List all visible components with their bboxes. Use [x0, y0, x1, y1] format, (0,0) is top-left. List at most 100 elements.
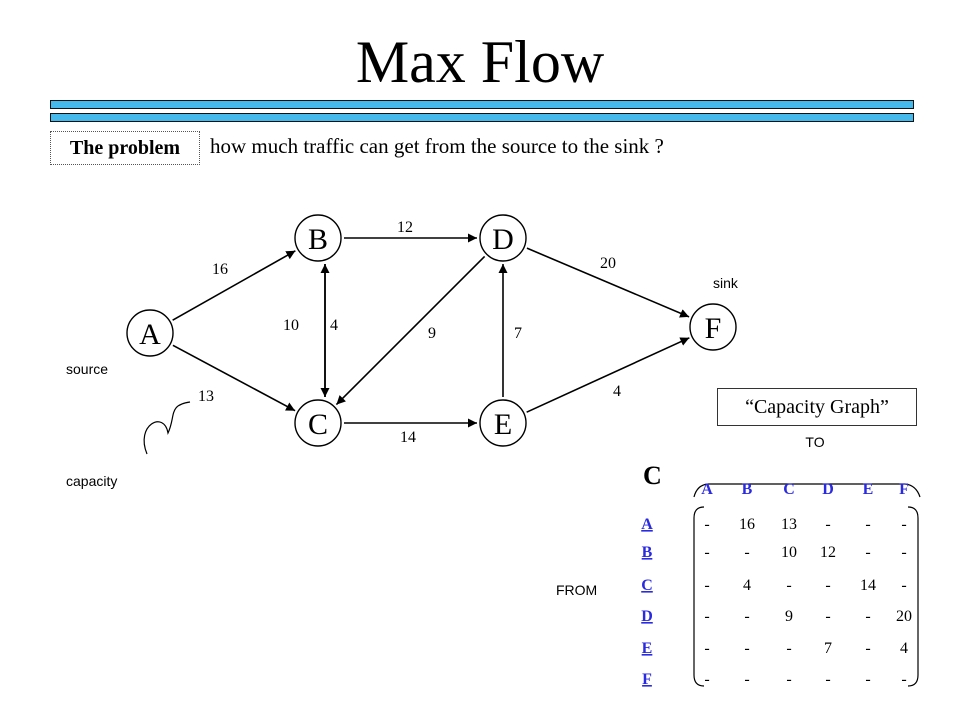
edges: [172, 233, 690, 428]
edge-a-b: [172, 250, 296, 321]
matrix-cell: -: [744, 640, 749, 657]
edge-label-d-c: 9: [428, 325, 436, 342]
node-label: A: [139, 318, 161, 351]
matrix-cell: -: [901, 544, 906, 561]
problem-label: The problem: [50, 131, 200, 165]
matrix-cell: 14: [860, 577, 876, 594]
matrix-cell: 12: [820, 544, 836, 561]
matrix-right-bracket: [907, 506, 919, 687]
edge-label-c-e: 14: [400, 429, 416, 446]
matrix-cell: -: [865, 516, 870, 533]
edge-label-b-c: 10: [283, 317, 299, 334]
edge-label-a-c: 13: [198, 388, 214, 405]
matrix-left-bracket: [693, 506, 705, 687]
matrix-cell: -: [825, 516, 830, 533]
matrix-row-header: B: [642, 544, 653, 561]
matrix-cell: 10: [781, 544, 797, 561]
node-circle: [294, 399, 342, 447]
matrix-col-header: A: [701, 481, 713, 498]
title-divider-bottom: [50, 113, 914, 122]
matrix-cell: -: [901, 516, 906, 533]
matrix-cell: 20: [896, 608, 912, 625]
matrix-name: C: [643, 461, 662, 490]
matrix-col-header: B: [742, 481, 753, 498]
matrix-from-label: FROM: [556, 582, 597, 598]
matrix-cell: -: [865, 640, 870, 657]
sink-annotation: sink: [713, 275, 739, 291]
matrix-cell: -: [825, 608, 830, 625]
matrix-row-header: A: [641, 516, 653, 533]
matrix-col-header: F: [899, 481, 909, 498]
matrix-cell: -: [865, 671, 870, 688]
node-b: B: [294, 214, 342, 262]
slide-title: Max Flow: [355, 29, 605, 95]
matrix-cell: -: [825, 577, 830, 594]
node-circle: [126, 309, 174, 357]
node-c: C: [294, 399, 342, 447]
node-f: F: [689, 303, 737, 351]
matrix-cell: -: [825, 671, 830, 688]
matrix-cell: -: [786, 577, 791, 594]
matrix-cell: 7: [824, 640, 832, 657]
matrix-cell: -: [901, 577, 906, 594]
node-d: D: [479, 214, 527, 262]
node-label: B: [308, 223, 328, 256]
matrix-cell: 16: [739, 516, 755, 533]
title-divider-top: [50, 100, 914, 109]
edge-label-c-b: 4: [330, 317, 338, 334]
node-label: C: [308, 408, 328, 441]
matrix-cell: 9: [785, 608, 793, 625]
matrix-cell: -: [704, 671, 709, 688]
edge-d-f: [526, 247, 690, 318]
edge-label-a-b: 16: [212, 261, 228, 278]
edge-label-e-f: 4: [613, 383, 621, 400]
capacity-annotation: capacity: [66, 473, 117, 489]
matrix-col-header: E: [863, 481, 874, 498]
matrix-header-bracket: [693, 483, 921, 498]
capacity-pointer-squiggle: [143, 401, 191, 455]
edge-label-e-d: 7: [514, 325, 522, 342]
node-e: E: [479, 399, 527, 447]
edge-label-d-f: 20: [600, 255, 616, 272]
matrix-cell: -: [704, 640, 709, 657]
matrix-cell: -: [786, 671, 791, 688]
matrix-cell: -: [901, 671, 906, 688]
matrix-col-header: D: [822, 481, 834, 498]
matrix-col-header: C: [783, 481, 795, 498]
node-circle: [689, 303, 737, 351]
matrix-cell: -: [786, 640, 791, 657]
edge-label-b-d: 12: [397, 219, 413, 236]
node-circle: [294, 214, 342, 262]
edge-a-c: [172, 344, 296, 412]
matrix-row-header: C: [641, 577, 653, 594]
nodes: A B C D E F: [126, 214, 737, 447]
matrix-row-header: E: [642, 640, 653, 657]
matrix-cell: 4: [900, 640, 908, 657]
capacity-graph-label: “Capacity Graph”: [717, 388, 917, 426]
matrix-to-label: TO: [805, 434, 824, 450]
matrix-cell: -: [704, 544, 709, 561]
matrix-cell: -: [744, 608, 749, 625]
matrix-row-header: F: [642, 671, 652, 688]
node-a: A: [126, 309, 174, 357]
matrix-cell: -: [865, 544, 870, 561]
matrix-cell: -: [744, 544, 749, 561]
edge-d-c: [335, 255, 486, 406]
matrix-cell: -: [865, 608, 870, 625]
node-label: F: [705, 312, 722, 345]
node-circle: [479, 214, 527, 262]
matrix-cell: -: [704, 577, 709, 594]
matrix-cell: 4: [743, 577, 751, 594]
matrix-cell: -: [704, 608, 709, 625]
node-label: D: [492, 223, 514, 256]
matrix-row-header: D: [641, 608, 653, 625]
matrix-cell: 13: [781, 516, 797, 533]
node-label: E: [494, 408, 512, 441]
matrix-cell: -: [744, 671, 749, 688]
node-circle: [479, 399, 527, 447]
edge-e-f: [526, 337, 690, 413]
problem-text: how much traffic can get from the source…: [210, 134, 664, 158]
matrix-cell: -: [704, 516, 709, 533]
source-annotation: source: [66, 361, 108, 377]
